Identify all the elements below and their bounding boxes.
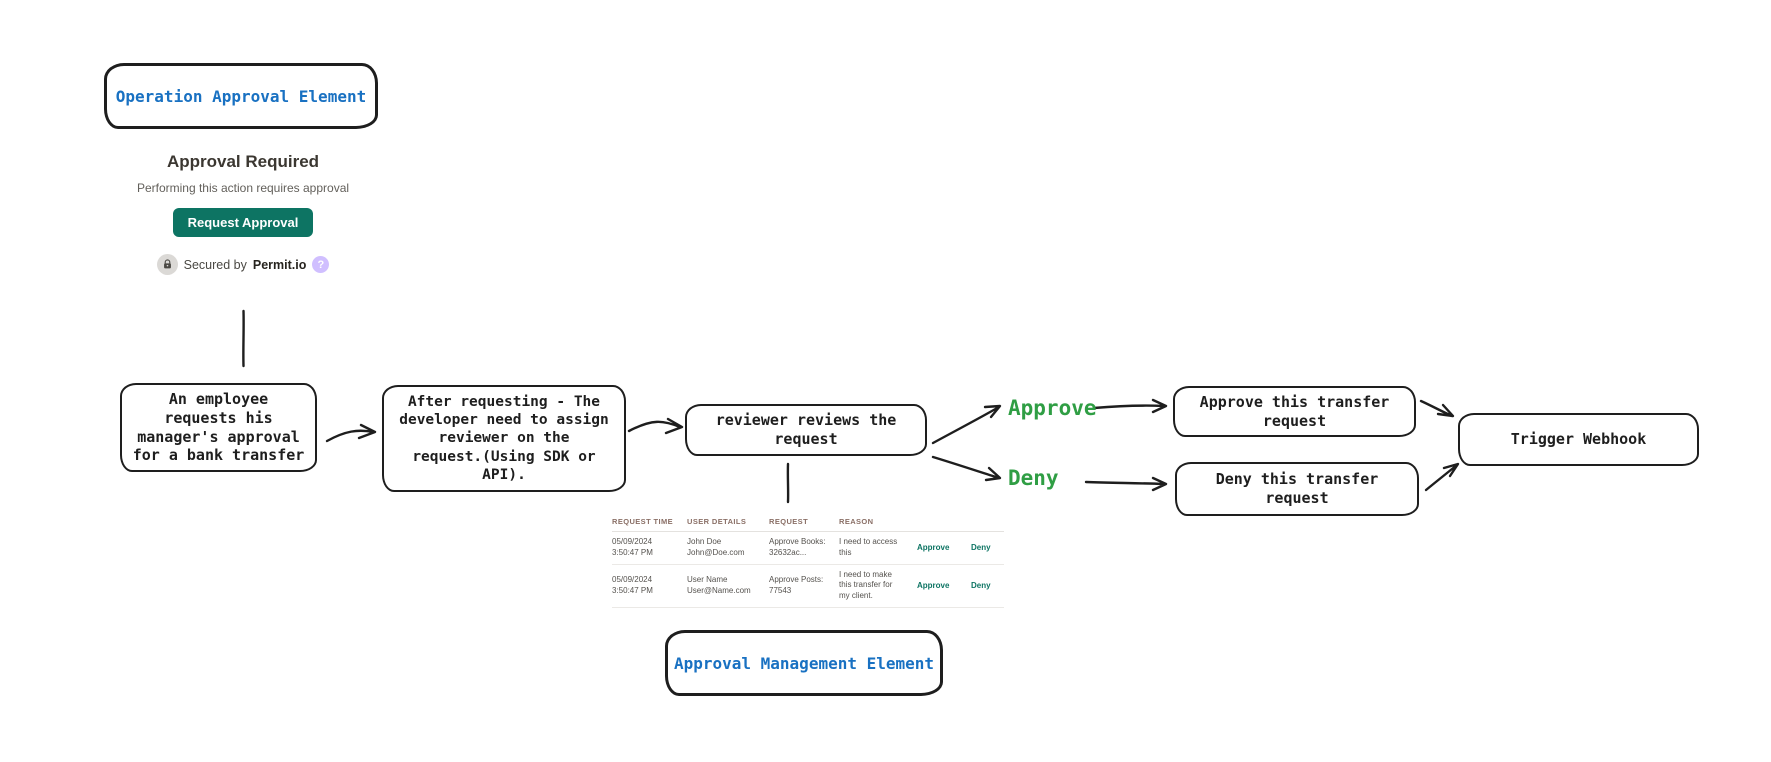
deny-link[interactable]: Deny: [971, 581, 991, 591]
approve-link[interactable]: Approve: [917, 543, 950, 553]
flow-node-reviewer-reviews: reviewer reviews the request: [685, 404, 927, 456]
approve-link[interactable]: Approve: [917, 581, 950, 591]
col-header-request-time: REQUEST TIME: [612, 517, 674, 526]
approval-management-badge-label: Approval Management Element: [673, 653, 935, 673]
arrow-assign-to-review: [627, 417, 684, 435]
table-row: 05/09/2024 3:50:47 PM John Doe John@Doe.…: [612, 532, 1004, 565]
approval-management-table: REQUEST TIME USER DETAILS REQUEST REASON…: [612, 517, 1004, 608]
arrow-deny-to-webhook: [1424, 462, 1460, 492]
operation-approval-badge-label: Operation Approval Element: [115, 86, 367, 106]
table-header-row: REQUEST TIME USER DETAILS REQUEST REASON: [612, 517, 1004, 532]
flow-node-trigger-webhook: Trigger Webhook: [1458, 413, 1699, 466]
table-row: 05/09/2024 3:50:47 PM User Name User@Nam…: [612, 565, 1004, 608]
arrow-approve-to-webhook: [1419, 399, 1455, 418]
permit-approval-widget: Approval Required Performing this action…: [113, 152, 373, 275]
col-header-user-details: USER DETAILS: [687, 517, 747, 526]
permit-brand-text: Permit.io: [252, 257, 307, 272]
flow-node-deny-request: Deny this transfer request: [1175, 462, 1419, 516]
request-approval-button[interactable]: Request Approval: [172, 208, 314, 237]
help-icon[interactable]: ?: [312, 256, 330, 273]
cell-request: Approve Posts: 77543: [769, 574, 824, 595]
approval-required-subtitle: Performing this action requires approval: [136, 181, 350, 195]
secured-by-text: Secured by: [183, 257, 247, 272]
cell-reason: I need to access this: [839, 537, 898, 557]
deny-branch-label: Deny: [1008, 466, 1059, 490]
cell-request-time: 05/09/2024 3:50:47 PM: [612, 574, 653, 595]
approval-management-badge: Approval Management Element: [665, 630, 943, 696]
flow-node-approve-request: Approve this transfer request: [1173, 386, 1416, 437]
arrow-deny-label-to-node: [1084, 476, 1168, 492]
approve-branch-label: Approve: [1008, 396, 1097, 420]
cell-reason: I need to make this transfer for my clie…: [839, 569, 893, 601]
secured-by-row: Secured by Permit.io ?: [113, 254, 373, 275]
approval-required-title: Approval Required: [166, 152, 320, 171]
arrow-review-to-approve-label: [931, 404, 1002, 445]
flow-node-employee-request: An employee requests his manager's appro…: [120, 383, 317, 472]
flow-node-assign-reviewer: After requesting - The developer need to…: [382, 385, 626, 492]
arrow-review-to-deny-label: [931, 455, 1002, 482]
col-header-request: REQUEST: [769, 517, 809, 526]
arrow-approve-label-to-node: [1092, 398, 1168, 414]
col-header-reason: REASON: [839, 517, 874, 526]
cell-request: Approve Books: 32632ac...: [769, 537, 826, 557]
cell-user-details: John Doe John@Doe.com: [687, 537, 745, 557]
cell-user-details: User Name User@Name.com: [687, 574, 751, 595]
lock-icon: [156, 254, 178, 275]
operation-approval-badge: Operation Approval Element: [104, 63, 378, 129]
arrow-employee-to-assign: [325, 423, 377, 443]
cell-request-time: 05/09/2024 3:50:47 PM: [612, 537, 653, 557]
deny-link[interactable]: Deny: [971, 543, 991, 553]
